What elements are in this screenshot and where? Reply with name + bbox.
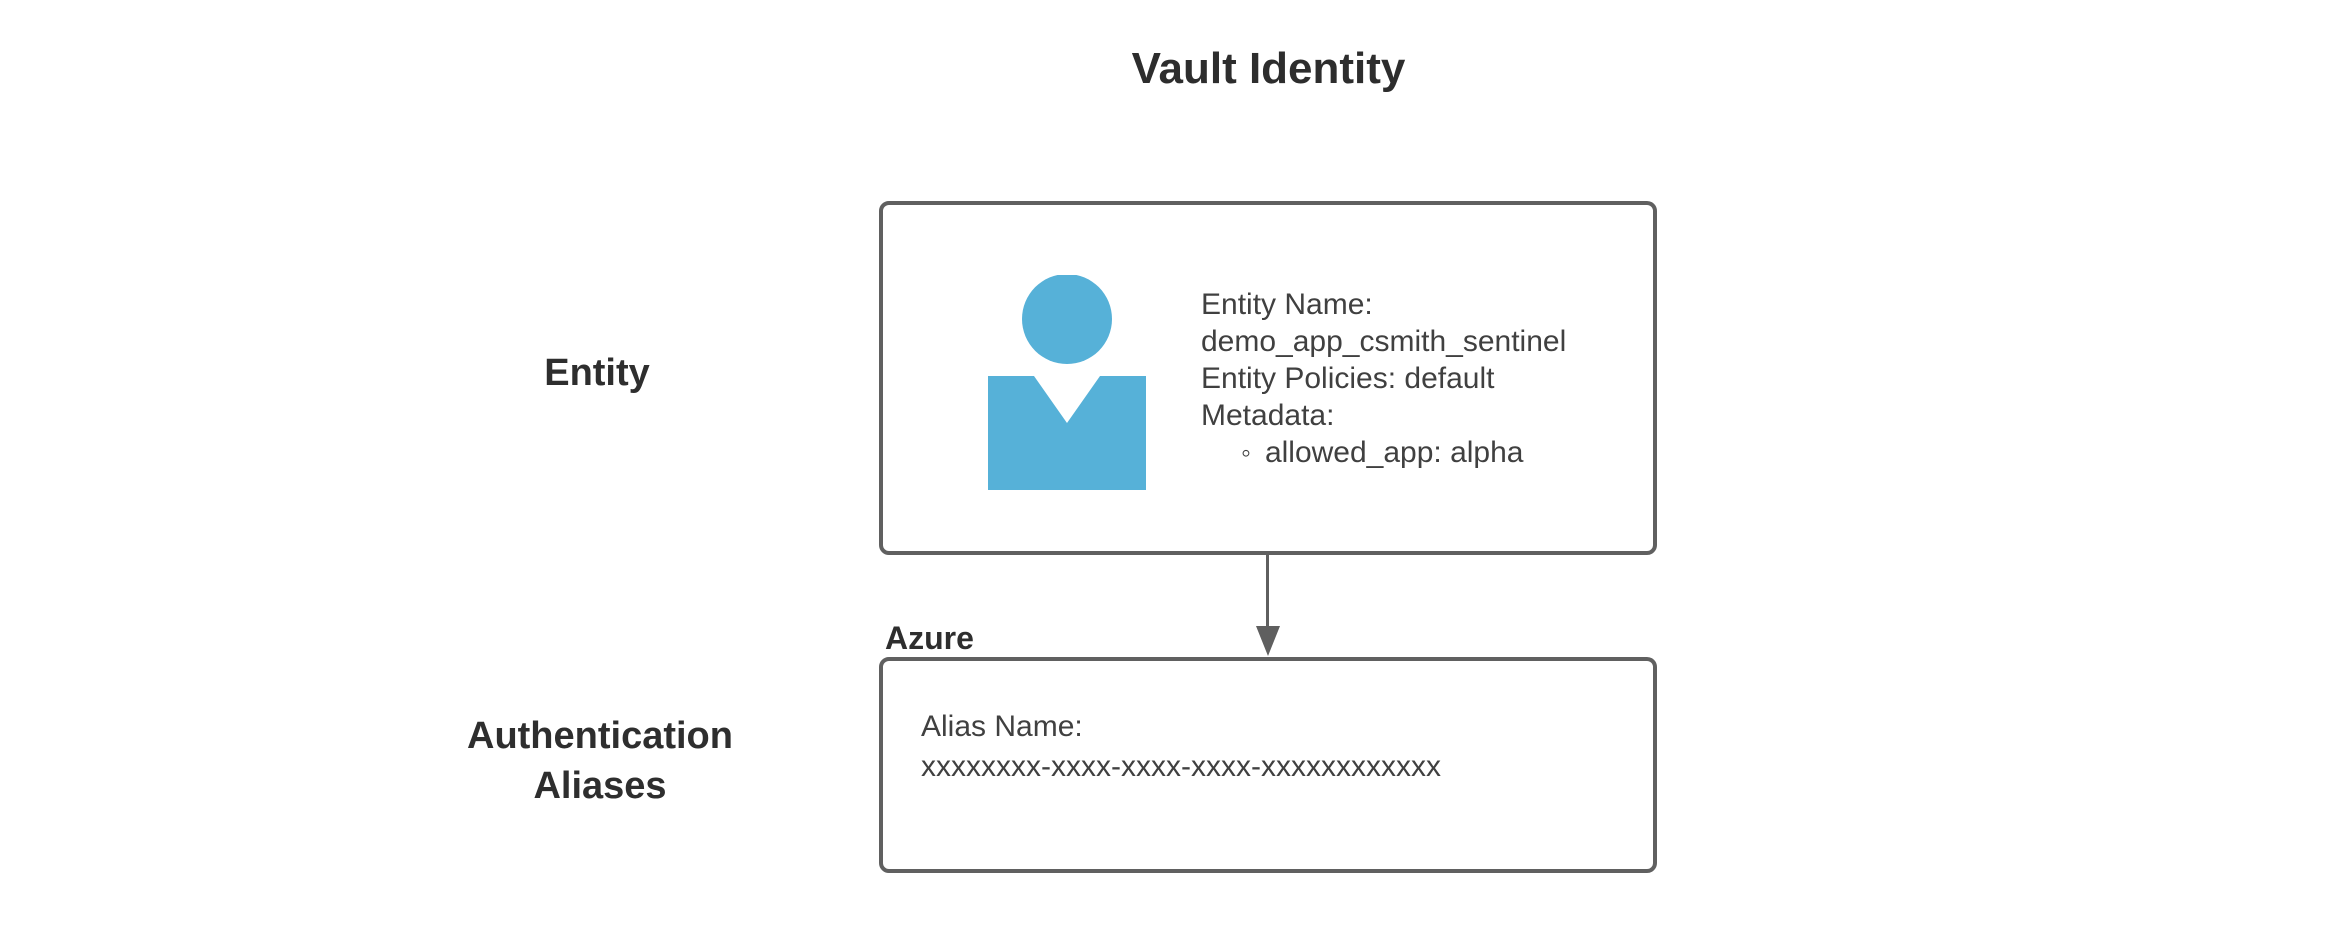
- entity-details: Entity Name: demo_app_csmith_sentinel En…: [1201, 286, 1566, 471]
- person-icon: [988, 275, 1146, 490]
- page-title: Vault Identity: [1131, 44, 1406, 93]
- entity-to-alias-connector-line: [1266, 555, 1269, 629]
- arrow-down-icon: [1256, 626, 1280, 656]
- entity-section-label: Entity: [544, 352, 650, 394]
- entity-policies: Entity Policies: default: [1201, 362, 1495, 395]
- alias-name-value: xxxxxxxx-xxxx-xxxx-xxxx-xxxxxxxxxxxx: [921, 750, 1441, 783]
- entity-card: Entity Name: demo_app_csmith_sentinel En…: [879, 201, 1657, 555]
- entity-name-label: Entity Name:: [1201, 288, 1373, 321]
- entity-metadata-item: ◦ allowed_app: alpha: [1201, 434, 1566, 471]
- hollow-bullet-icon: ◦: [1241, 437, 1251, 468]
- auth-aliases-label-line2: Aliases: [533, 765, 667, 807]
- auth-aliases-section-label: Authentication Aliases: [450, 711, 750, 811]
- azure-provider-label: Azure: [885, 620, 974, 656]
- azure-alias-card: Alias Name: xxxxxxxx-xxxx-xxxx-xxxx-xxxx…: [879, 657, 1657, 873]
- entity-metadata-label: Metadata:: [1201, 399, 1335, 432]
- entity-metadata-item-text: allowed_app: alpha: [1264, 436, 1524, 469]
- auth-aliases-label-line1: Authentication: [467, 715, 733, 757]
- entity-name-value: demo_app_csmith_sentinel: [1201, 325, 1567, 358]
- alias-details: Alias Name: xxxxxxxx-xxxx-xxxx-xxxx-xxxx…: [921, 707, 1441, 787]
- alias-name-label: Alias Name:: [921, 710, 1083, 743]
